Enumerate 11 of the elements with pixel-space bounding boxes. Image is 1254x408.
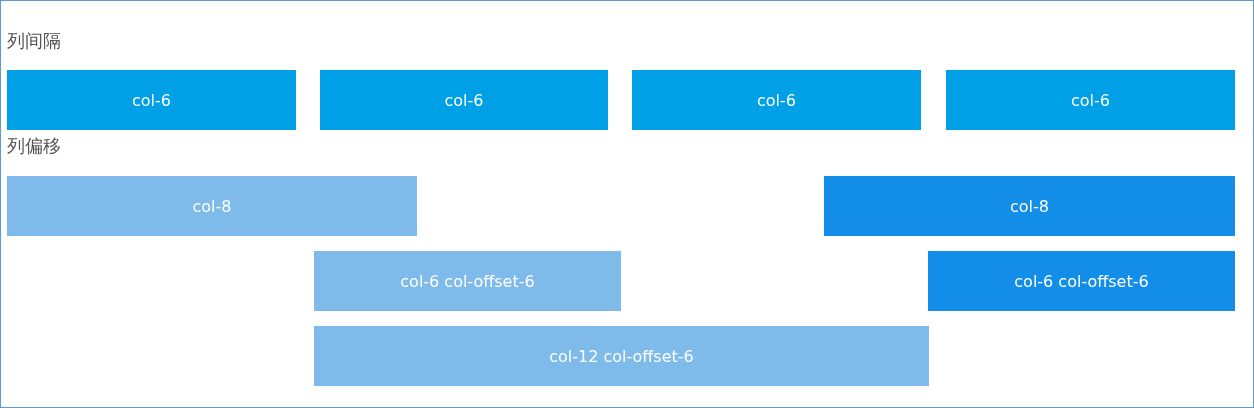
column-block: col-6 xyxy=(7,70,296,130)
column-block: col-8 xyxy=(7,176,417,236)
column-block: col-6 xyxy=(946,70,1235,130)
column-block: col-6 xyxy=(632,70,921,130)
column-block: col-6 xyxy=(320,70,608,130)
column-block: col-6 col-offset-6 xyxy=(928,251,1235,311)
column-block: col-8 xyxy=(824,176,1235,236)
column-block: col-12 col-offset-6 xyxy=(314,326,929,386)
section-heading: 列偏移 xyxy=(7,136,61,156)
column-block: col-6 col-offset-6 xyxy=(314,251,621,311)
section-heading: 列间隔 xyxy=(7,31,61,51)
